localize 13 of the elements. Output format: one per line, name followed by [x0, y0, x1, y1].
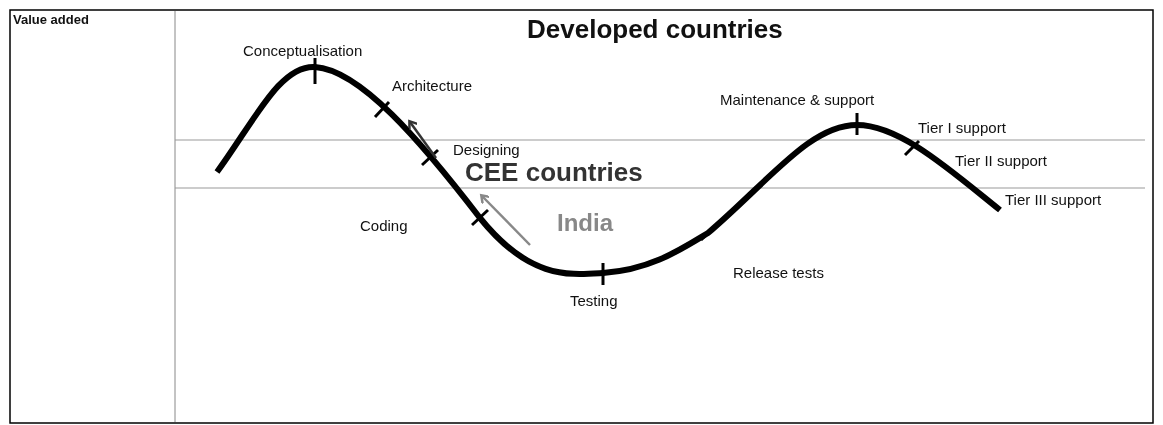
stage-label: Tier I support	[918, 120, 1006, 137]
stage-label: Tier II support	[955, 153, 1047, 170]
stage-label: Testing	[570, 293, 618, 310]
stage-label: Release tests	[733, 265, 824, 282]
stage-label: Architecture	[392, 78, 473, 95]
stage-label: Designing	[453, 142, 520, 159]
region-label: CEE countries	[465, 158, 643, 187]
stage-label: Tier III support	[1005, 192, 1102, 209]
stage-label: Maintenance & support	[720, 92, 875, 109]
region-label: India	[557, 210, 613, 237]
region-label: Developed countries	[527, 15, 783, 44]
stage-label: Conceptualisation	[243, 43, 363, 60]
stage-label: Coding	[360, 218, 408, 235]
